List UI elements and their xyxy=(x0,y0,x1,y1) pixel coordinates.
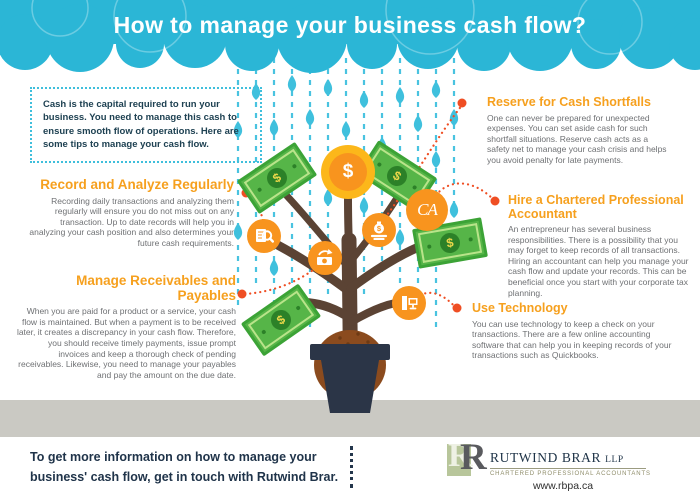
logo-square xyxy=(447,444,471,476)
logo-tagline: CHARTERED PROFESSIONAL ACCOUNTANTS xyxy=(490,471,651,477)
cash-turnover-icon xyxy=(308,241,342,275)
section-title: Use Technology xyxy=(472,301,568,315)
section-body: An entrepreneur has several business res… xyxy=(508,224,689,298)
dollar-sign: $ xyxy=(267,306,295,334)
section-body: One can never be prepared for unexpected… xyxy=(487,112,667,165)
dollar-sign: $ xyxy=(383,162,411,190)
section-body: When you are paid for a product or a ser… xyxy=(16,306,236,380)
coin-dollar-sign: $ xyxy=(329,153,367,191)
intro-text: Cash is the capital required to run your… xyxy=(43,99,239,151)
ca-label: CA xyxy=(417,200,438,219)
document-magnifier-icon xyxy=(247,219,281,253)
logo-monogram-dark: R xyxy=(460,437,487,478)
footer-message: To get more information on how to manage… xyxy=(30,450,339,485)
section-use-technology: Use Technology You can use technology to… xyxy=(472,301,674,361)
footer-divider xyxy=(350,446,353,488)
rutwind-brar-logo-text: RUTWIND BRAR LLP CHARTERED PROFESSIONAL … xyxy=(490,450,651,492)
section-title: Record and Analyze Regularly xyxy=(40,177,234,192)
section-title: Manage Receivables and Payables xyxy=(76,273,236,303)
section-record-and-analyze: Record and Analyze Regularly Recording d… xyxy=(22,177,234,249)
dollar-sign: $ xyxy=(263,164,291,192)
hand-money-bag-icon: $ xyxy=(362,213,396,247)
page-title: How to manage your business cash flow? xyxy=(113,12,587,38)
logo-name: RUTWIND BRAR LLP xyxy=(490,450,646,469)
logo-name-suffix: LLP xyxy=(605,455,624,465)
section-title: Reserve for Cash Shortfalls xyxy=(487,95,651,109)
intro-box: Cash is the capital required to run your… xyxy=(30,87,262,163)
computer-icon xyxy=(392,286,426,320)
plant-pot xyxy=(310,344,390,413)
ca-badge-icon: CA xyxy=(406,189,448,231)
website-link[interactable]: www.rbpa.ca xyxy=(532,480,594,492)
dollar-sign: $ xyxy=(438,231,462,255)
section-manage-receivables: Manage Receivables and Payables When you… xyxy=(16,273,236,380)
svg-text:$: $ xyxy=(377,224,382,233)
section-body: You can use technology to keep a check o… xyxy=(472,318,672,361)
section-reserve-cash: Reserve for Cash Shortfalls One can neve… xyxy=(487,95,667,165)
coin-icon: $ xyxy=(321,145,375,199)
section-body: Recording daily transactions and analyzi… xyxy=(29,195,234,248)
connector-lines xyxy=(243,102,496,310)
logo-monogram-light: R xyxy=(448,437,473,474)
section-title: Hire a Chartered Professional Accountant xyxy=(508,193,684,221)
logo-name-main: RUTWIND BRAR xyxy=(490,450,602,465)
section-hire-accountant: Hire a Chartered Professional Accountant… xyxy=(508,193,692,298)
rutwind-brar-logo-mark: R R xyxy=(447,437,491,490)
